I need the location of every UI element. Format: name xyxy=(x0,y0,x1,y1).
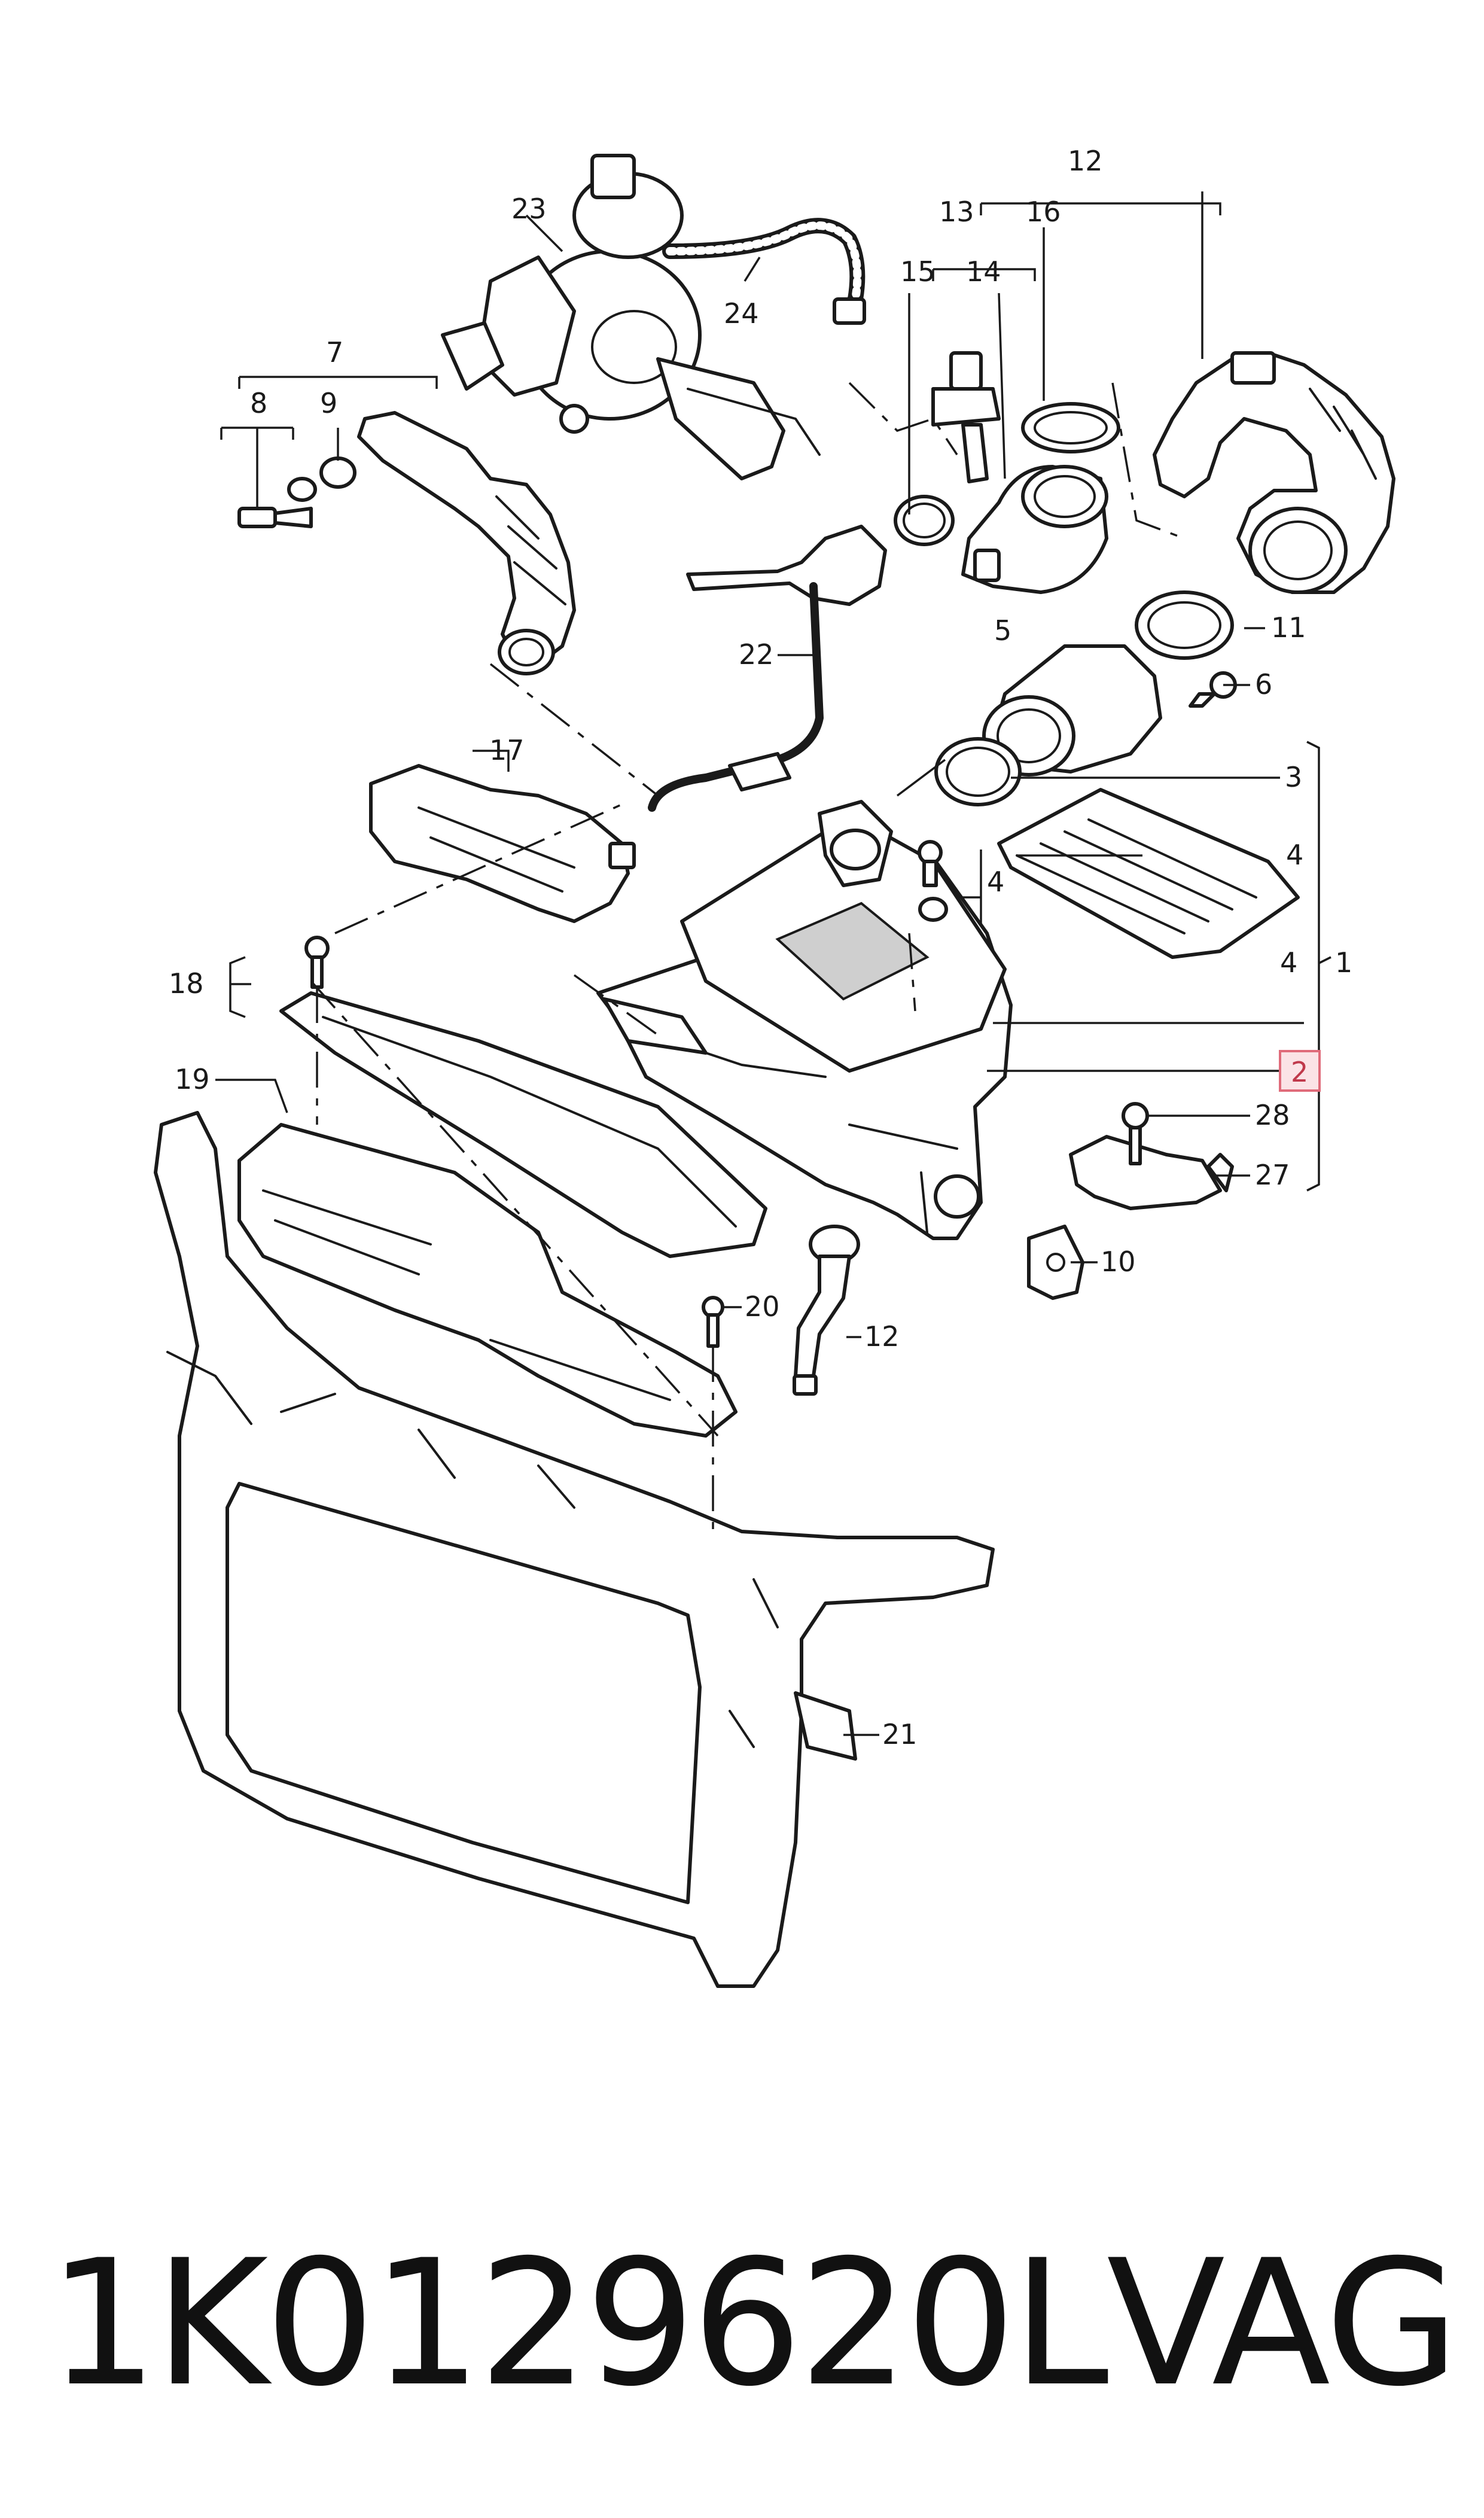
assembly-line xyxy=(1111,382,1185,540)
air-filter-housing-part xyxy=(596,800,1013,1240)
callout-6: 5 xyxy=(994,614,1011,647)
assembly-line xyxy=(908,933,916,1012)
callout-8: 7 xyxy=(326,336,343,369)
callout-22: 20 xyxy=(745,1290,780,1323)
intake-hose-part xyxy=(1153,351,1395,594)
callout-28: 28 xyxy=(1255,1099,1290,1131)
callout-4: 4 xyxy=(987,866,1004,898)
callout-20: 18 xyxy=(169,967,204,1000)
exploded-parts-diagram: 23 24 7 8 9 22 12 13 16 15 14 11 5 10 6 … xyxy=(154,145,1395,1988)
assembly-line xyxy=(573,974,659,1036)
seal-ring-part xyxy=(934,737,1022,806)
assembly-line xyxy=(489,663,659,797)
air-duct-part xyxy=(369,764,636,923)
grommet-part xyxy=(287,456,356,502)
mounting-bracket-part xyxy=(1069,1135,1234,1210)
callout-19: 17 xyxy=(489,734,525,766)
elbow-connector-part xyxy=(961,465,1108,594)
turbocharger-part xyxy=(441,154,821,480)
pressure-sensor-part xyxy=(931,351,1001,483)
callout-21: 19 xyxy=(175,1063,210,1095)
screw-part xyxy=(1189,671,1237,708)
leader-lines xyxy=(215,191,1331,1736)
callout-14: 12 xyxy=(1068,145,1103,177)
callout-24: 22 xyxy=(739,638,774,671)
callout-labels: 23 24 7 8 9 22 12 13 16 15 14 11 5 10 6 … xyxy=(169,145,1352,1750)
cover-plate-part xyxy=(1027,1225,1084,1300)
callout-12-visible: 12 xyxy=(864,1320,900,1353)
callout-1: 1 xyxy=(1335,946,1352,979)
callout-16: 14 xyxy=(966,255,1001,288)
callout-3: 3 xyxy=(1285,761,1302,793)
air-guide-part xyxy=(237,1123,738,1438)
callout-2: 2 xyxy=(1291,1056,1308,1088)
callout-2-highlight xyxy=(1279,1050,1321,1092)
callout-9: 8 xyxy=(250,387,267,419)
callout-17: 15 xyxy=(900,255,936,288)
callout-13: 11 xyxy=(1271,611,1306,644)
callout-7: 6 xyxy=(1255,668,1272,701)
air-filter-element-part xyxy=(997,788,1300,959)
hose-clamp-part xyxy=(1021,402,1120,453)
callout-23: 21 xyxy=(882,1718,918,1750)
drain-hose-part xyxy=(793,1225,860,1396)
callout-11: 10 xyxy=(1101,1246,1136,1278)
bracket-bolt-part xyxy=(1122,1102,1149,1165)
callout-4-group: 4 xyxy=(1280,946,1297,979)
seal-strip-part xyxy=(279,991,767,1258)
clamp-ring-part xyxy=(1135,590,1234,660)
callout-5: 4 xyxy=(1286,839,1303,871)
housing-bolt-part xyxy=(918,840,948,922)
brand-name: VAG xyxy=(1107,2223,1459,2425)
assembly-line xyxy=(848,382,958,455)
callout-15: 13 xyxy=(939,196,974,228)
bolt-part xyxy=(237,507,313,528)
callout-25: 23 xyxy=(511,193,547,225)
callout-10: 9 xyxy=(320,387,337,419)
intake-pipe-part xyxy=(357,411,576,675)
callout-27: 27 xyxy=(1255,1159,1290,1191)
carrier-bolt-part xyxy=(702,1296,724,1348)
vacuum-hose-part xyxy=(662,218,866,325)
strip-bolt-part xyxy=(304,936,330,989)
callout-18: 16 xyxy=(1026,196,1061,228)
o-ring-part xyxy=(894,495,955,546)
breather-hose-part xyxy=(648,525,887,812)
lock-carrier-part xyxy=(154,1111,995,1988)
air-mass-meter-part xyxy=(982,644,1162,777)
callout-26: 24 xyxy=(724,297,759,330)
assembly-line xyxy=(334,800,629,934)
part-number: 1K0129620L xyxy=(48,2223,1109,2425)
